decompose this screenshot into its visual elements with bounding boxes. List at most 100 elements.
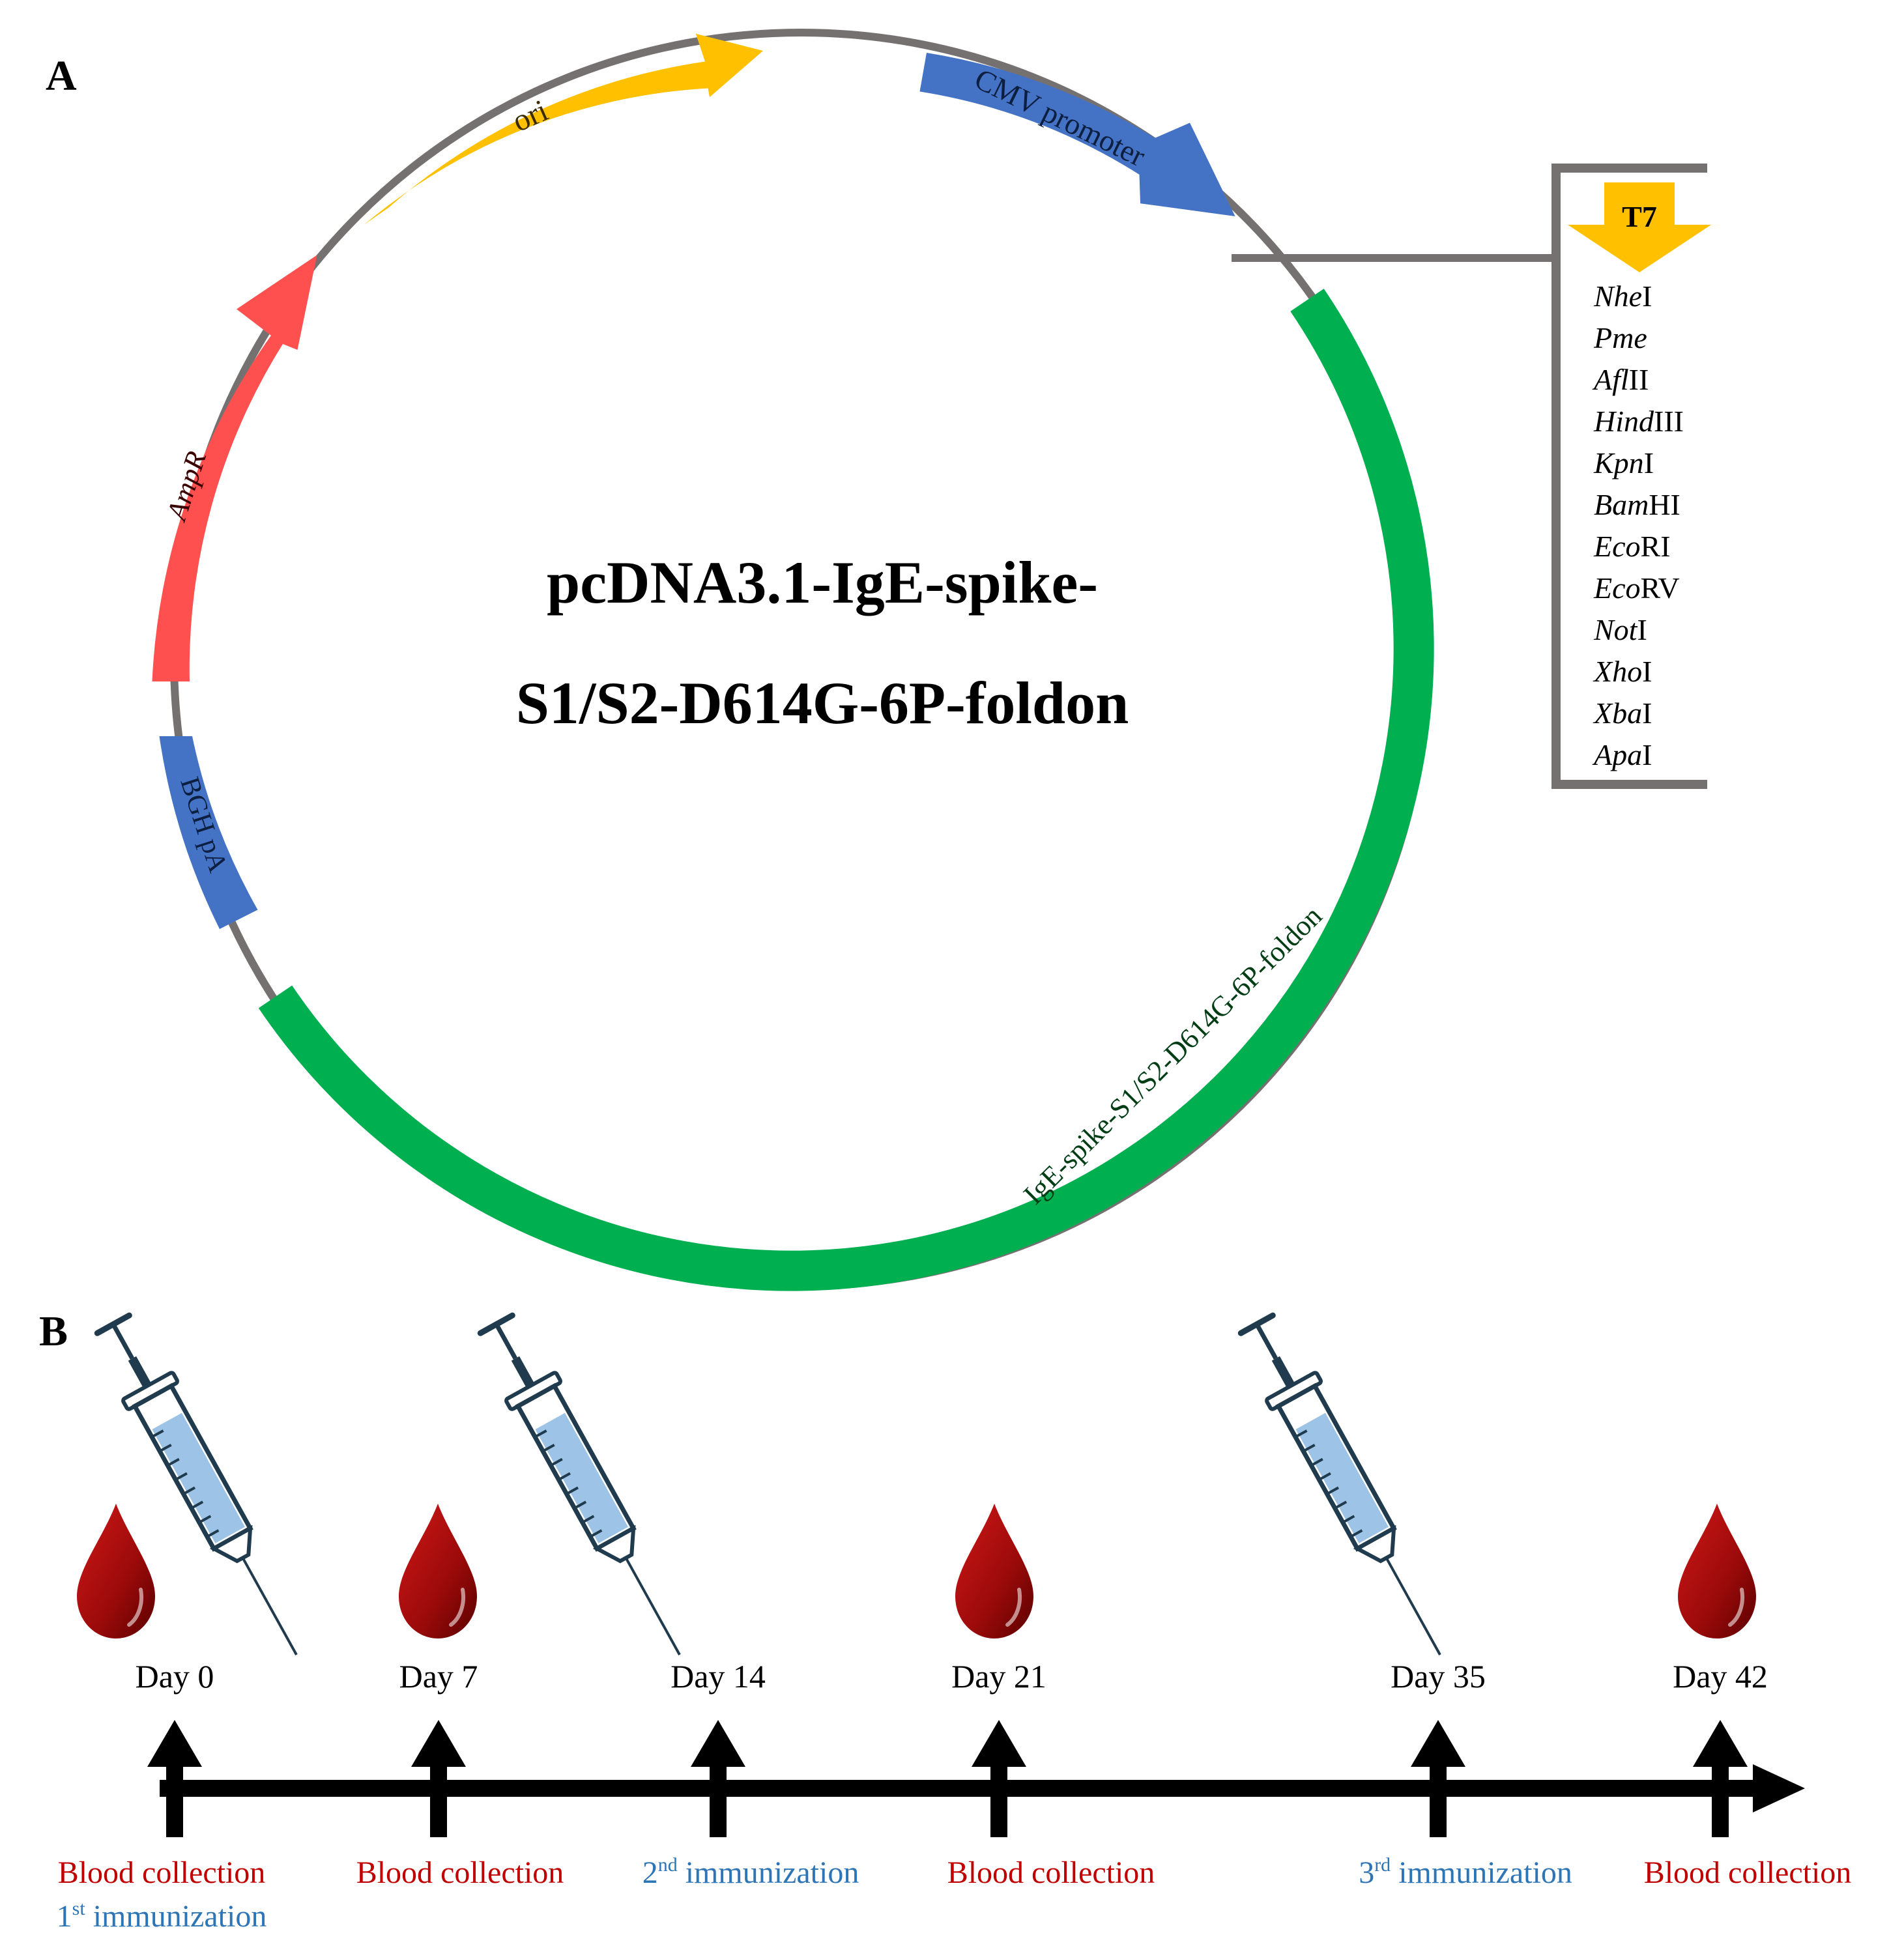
- blood-drop-icon: [955, 1504, 1033, 1638]
- mcs-site-prefix: Xho: [1593, 655, 1642, 688]
- mcs-site-suffix: HI: [1649, 488, 1680, 521]
- blood-collection-label: Blood collection: [58, 1855, 266, 1890]
- cmv-promoter-feature: [919, 53, 1235, 216]
- t7-arrow: [1568, 182, 1711, 272]
- timepoint-stem: [1430, 1759, 1447, 1837]
- mcs-site-suffix: I: [1644, 446, 1654, 479]
- timepoint-stem: [1712, 1759, 1729, 1837]
- blood-drop-highlight: [127, 1588, 143, 1627]
- day-label: Day 21: [951, 1658, 1046, 1695]
- mcs-site: EcoRI: [1593, 530, 1671, 563]
- ordinal-number: 2: [642, 1855, 658, 1890]
- timepoint: Day 7 Blood collection: [356, 1504, 564, 1890]
- mcs-site: NotI: [1593, 613, 1647, 646]
- mcs-site: NheI: [1593, 279, 1652, 313]
- immunization-label: 3rd immunization: [1359, 1854, 1572, 1890]
- mcs-site: HindIII: [1593, 405, 1684, 438]
- plasmid-name-line2: S1/S2-D614G-6P-foldon: [516, 670, 1129, 736]
- mcs-site: EcoRV: [1593, 571, 1680, 605]
- ordinal-number: 1: [57, 1899, 72, 1934]
- event-text: immunization: [85, 1899, 267, 1934]
- timepoint: Day 14 2nd immunization: [471, 1310, 859, 1890]
- blood-drop-highlight: [1728, 1588, 1744, 1627]
- mcs-site-suffix: I: [1642, 279, 1652, 313]
- timepoint: Day 21 Blood collection: [947, 1504, 1155, 1890]
- mcs-site-suffix: RV: [1641, 571, 1680, 605]
- cmv-promoter-label: CMV promoter: [970, 62, 1151, 173]
- timepoint-arrowhead: [1411, 1720, 1465, 1767]
- mcs-site: XhoI: [1593, 655, 1652, 688]
- ampr-feature: [152, 255, 317, 681]
- event-text: immunization: [1391, 1855, 1572, 1890]
- mcs-site-prefix: Afl: [1592, 363, 1629, 396]
- blood-collection-label: Blood collection: [356, 1855, 564, 1890]
- ordinal-suffix: rd: [1374, 1854, 1391, 1876]
- syringe-icon: [1232, 1310, 1465, 1668]
- mcs-site-prefix: Pme: [1593, 321, 1647, 354]
- immunization-label: 2nd immunization: [642, 1854, 859, 1890]
- ordinal-suffix: st: [72, 1898, 86, 1919]
- panel-b-label: B: [39, 1308, 68, 1355]
- timeline-arrowhead: [1753, 1764, 1805, 1812]
- mcs-site-suffix: III: [1654, 405, 1684, 438]
- insert-feature: [258, 289, 1434, 1291]
- timepoint: Day 35 3rd immunization: [1232, 1310, 1572, 1890]
- mcs-site-suffix: I: [1642, 696, 1652, 730]
- mcs-site-prefix: Apa: [1592, 738, 1642, 771]
- timepoint: Day 0 Blood collection 1st immunization: [57, 1310, 322, 1934]
- day-label: Day 0: [136, 1658, 214, 1695]
- ordinal-suffix: nd: [658, 1854, 678, 1876]
- mcs-site-suffix: II: [1629, 363, 1649, 396]
- plasmid-name-line1: pcDNA3.1-IgE-spike-: [547, 549, 1098, 616]
- timepoint: Day 42 Blood collection: [1644, 1504, 1852, 1890]
- blood-drop-highlight: [1005, 1588, 1022, 1627]
- blood-drop-highlight: [449, 1588, 465, 1627]
- mcs-site-prefix: Hind: [1593, 405, 1654, 438]
- day-label: Day 42: [1673, 1658, 1768, 1695]
- mcs-site-prefix: Eco: [1593, 530, 1641, 563]
- day-label: Day 14: [671, 1658, 766, 1695]
- ordinal-number: 3: [1359, 1855, 1374, 1890]
- mcs-site-prefix: Xba: [1593, 696, 1642, 730]
- timepoint-stem: [166, 1759, 183, 1837]
- t7-label: T7: [1622, 200, 1657, 233]
- mcs-site: XbaI: [1593, 696, 1652, 730]
- mcs-site-prefix: Kpn: [1593, 446, 1644, 479]
- timepoint-arrowhead: [691, 1720, 745, 1767]
- ori-feature: [364, 33, 763, 225]
- plasmid-map: ori CMV promoter AmpR BGH pA IgE-spike-S…: [152, 29, 1434, 1291]
- timepoint-stem: [430, 1759, 447, 1837]
- mcs-site-suffix: RI: [1641, 530, 1671, 563]
- timepoint-stem: [990, 1759, 1007, 1837]
- mcs-site: ApaI: [1592, 738, 1652, 771]
- mcs-site: AflII: [1592, 363, 1649, 396]
- mcs-site-list: NheIPmeAflIIHindIIIKpnIBamHIEcoRIEcoRVNo…: [1592, 279, 1684, 771]
- immunization-label: 1st immunization: [57, 1898, 267, 1934]
- blood-collection-label: Blood collection: [947, 1855, 1155, 1890]
- mcs-site-prefix: Eco: [1593, 571, 1641, 605]
- blood-drop-icon: [77, 1504, 155, 1638]
- mcs-site-prefix: Nhe: [1593, 279, 1642, 313]
- mcs-site-prefix: Not: [1593, 613, 1638, 646]
- timepoint-arrowhead: [411, 1720, 466, 1767]
- timepoint-arrowhead: [1693, 1720, 1748, 1767]
- mcs-site-suffix: I: [1642, 655, 1652, 688]
- day-label: Day 35: [1391, 1658, 1486, 1695]
- mcs-site-suffix: I: [1637, 613, 1647, 646]
- mcs-bracket: [1551, 164, 1707, 789]
- mcs-box: T7 NheIPmeAflIIHindIIIKpnIBamHIEcoRIEcoR…: [1232, 164, 1711, 789]
- blood-drop-icon: [1678, 1504, 1756, 1638]
- timepoint-arrowhead: [972, 1720, 1026, 1767]
- blood-collection-label: Blood collection: [1644, 1855, 1852, 1890]
- panel-a-label: A: [46, 52, 77, 100]
- event-text: immunization: [678, 1855, 859, 1890]
- mcs-site-suffix: I: [1642, 738, 1652, 771]
- mcs-site: KpnI: [1593, 446, 1654, 479]
- blood-drop-icon: [399, 1504, 477, 1638]
- timepoint-stem: [710, 1759, 727, 1837]
- day-label: Day 7: [399, 1658, 478, 1695]
- syringe-icon: [471, 1310, 704, 1668]
- timeline: [160, 1764, 1805, 1812]
- timepoint-arrowhead: [147, 1720, 202, 1767]
